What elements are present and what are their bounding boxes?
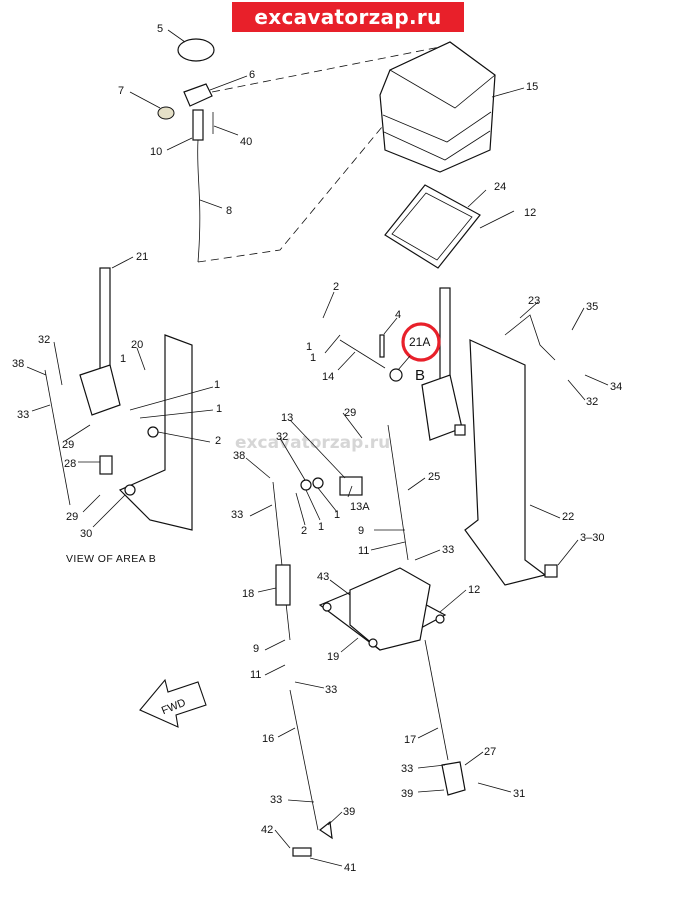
callout-43: 43 [317,571,329,583]
callout-2-lower: 2 [301,525,307,537]
view-caption: VIEW OF AREA B [66,553,156,565]
rod-17-part [424,639,449,761]
callout-35: 35 [586,301,598,313]
callout-33-center-right: 33 [442,544,454,556]
callout-2-center: 2 [333,281,339,293]
console-boot-part [379,41,496,173]
callout-29-center: 29 [344,407,356,419]
callout-38-left: 38 [12,358,24,370]
callout-38-center: 38 [233,450,245,462]
callout-9-center: 9 [358,525,364,537]
callout-3-30: 3–30 [580,532,604,544]
left-lever-rod-part [99,267,111,379]
callout-16: 16 [262,733,274,745]
watermark: excavatorzap.ru [235,433,390,453]
callout-33-lower: 33 [325,684,337,696]
callout-21a: 21A [409,335,430,349]
callout-8: 8 [226,205,232,217]
callout-1-d: 1 [306,341,312,353]
callout-27: 27 [484,746,496,758]
button-part [157,106,175,120]
callout-5: 5 [157,23,163,35]
callout-13: 13 [281,412,293,424]
callout-1-b: 1 [214,379,220,391]
rod-upper-left-part [272,481,291,641]
callout-11-center: 11 [358,545,369,557]
site-banner: excavatorzap.ru [232,2,464,32]
knob-assembly [157,38,215,263]
lever-rod-part [197,139,201,263]
callout-22: 22 [562,511,574,523]
callout-31: 31 [513,788,525,800]
callout-7: 7 [118,85,124,97]
lever-sleeve-part [192,109,204,141]
center-lever-assembly [339,287,463,441]
callout-39-right: 39 [401,788,413,800]
callout-1-f: 1 [318,521,324,533]
rod-16-part [289,689,319,831]
lever-23-part [504,314,556,361]
callout-30: 30 [80,528,92,540]
right-bracket-part [464,339,547,586]
callout-29-left: 29 [62,439,74,451]
valve-plate-part [318,567,447,651]
left-bracket-part [118,334,193,531]
callout-34: 34 [610,381,622,393]
callout-18: 18 [242,588,254,600]
center-lever-rod-part [439,287,451,389]
callout-21: 21 [136,251,148,263]
damper-18-part [275,564,291,606]
callout-32-right: 32 [586,396,598,408]
callout-12-top: 12 [524,207,536,219]
callout-1-a: 1 [120,353,126,365]
callout-40: 40 [240,136,252,148]
callout-1-g: 1 [334,509,340,521]
left-rod-part [44,369,71,506]
connector-part [99,455,113,475]
area-letter: B [415,367,425,384]
callout-19: 19 [327,651,339,663]
callout-17: 17 [404,734,416,746]
callout-9-lower: 9 [253,643,259,655]
callout-14: 14 [322,371,334,383]
callout-25: 25 [428,471,440,483]
knob-cap-part [177,38,215,62]
callout-41: 41 [344,862,356,874]
callout-23: 23 [528,295,540,307]
callout-11-lower: 11 [250,669,261,681]
boot-plate-part [384,184,481,269]
highlight-ring [401,322,441,362]
callout-39-bottom: 39 [343,806,355,818]
area-b-view [44,267,193,531]
callout-33-bottom-right: 33 [401,763,413,775]
part-21a-bushing [389,368,403,382]
callout-15: 15 [526,81,538,93]
callout-1-c: 1 [216,403,222,415]
callout-32-center: 32 [276,431,288,443]
knob-body-part [183,83,213,107]
callout-33-left: 33 [17,409,29,421]
callout-1-e: 1 [310,352,316,364]
fwd-arrow-icon: FWD [139,678,207,728]
callout-2-left: 2 [215,435,221,447]
callout-6: 6 [249,69,255,81]
callout-10: 10 [150,146,162,158]
callout-12-lower: 12 [468,584,480,596]
callout-33-center: 33 [231,509,243,521]
callout-24: 24 [494,181,506,193]
callout-28: 28 [64,458,76,470]
callout-32-left: 32 [38,334,50,346]
callout-33-bottom: 33 [270,794,282,806]
callout-42: 42 [261,824,273,836]
callout-13a: 13A [350,501,370,513]
left-lever-mount-part [79,364,121,416]
callout-4: 4 [395,309,401,321]
rod-25-part [387,424,409,561]
callout-20: 20 [131,339,143,351]
callout-29-lower: 29 [66,511,78,523]
